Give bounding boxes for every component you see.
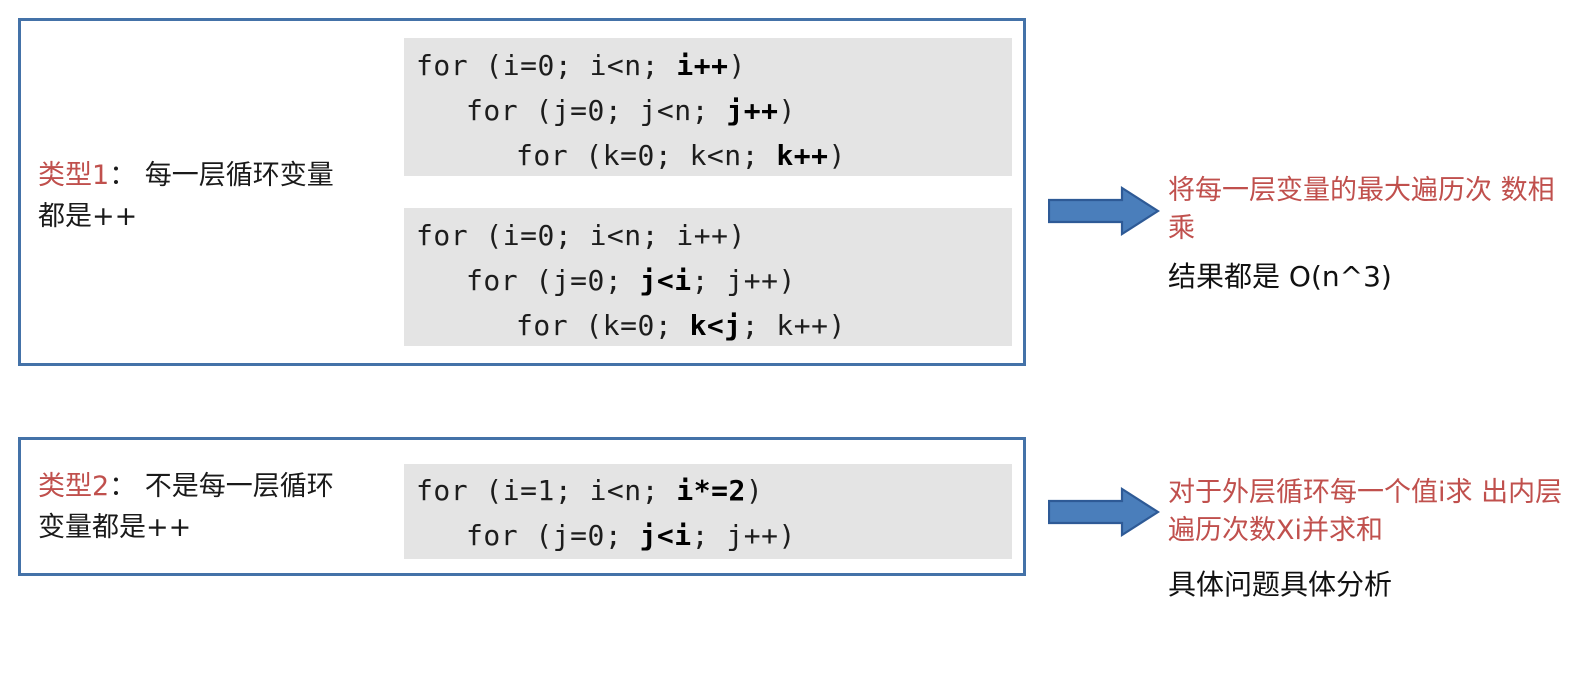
code-line: for (i=0; i<n; i++) <box>404 43 1012 88</box>
code-text: ; j++) <box>691 519 796 552</box>
code-bold: j++ <box>726 94 779 127</box>
code-text: ) <box>745 474 764 507</box>
code-line: for (j=0; j<i; j++) <box>404 513 1012 558</box>
code-text: ) <box>828 139 846 172</box>
code-block-type1-a: for (i=0; i<n; i++)for (j=0; j<n; j++)fo… <box>404 38 1012 176</box>
type1-label-text: ： 每一层循环变量 都是++ <box>38 160 334 232</box>
code-text: for (j=0; <box>466 519 640 552</box>
code-line: for (j=0; j<n; j++) <box>404 88 1012 133</box>
code-text: for (i=0; i<n; <box>416 49 677 82</box>
code-text: ; j++) <box>691 264 796 297</box>
right-block-arrow-icon-2 <box>1048 487 1160 537</box>
type1-tag: 类型1 <box>38 160 110 191</box>
note-type2-black: 具体问题具体分析 <box>1168 568 1393 601</box>
code-text: for (i=1; i<n; <box>416 474 677 507</box>
code-block-type1-b: for (i=0; i<n; i++)for (j=0; j<i; j++)fo… <box>404 208 1012 346</box>
code-text: for (j=0; <box>466 264 640 297</box>
code-text: for (j=0; j<n; <box>466 94 727 127</box>
code-line: for (i=1; i<n; i*=2) <box>404 468 1012 513</box>
code-bold: k++ <box>776 139 829 172</box>
note-type1: 将每一层变量的最大遍历次 数相乘 结果都是 O(n^3) <box>1168 172 1568 298</box>
code-text: i++) <box>676 219 746 252</box>
right-block-arrow-icon-1 <box>1048 186 1160 236</box>
code-text: for (k=0; k<n; <box>516 139 777 172</box>
note-type2: 对于外层循环每一个值i求 出内层遍历次数Xi并求和 具体问题具体分析 <box>1168 474 1568 606</box>
code-text: ) <box>778 94 796 127</box>
code-bold: j<i <box>639 519 692 552</box>
code-line: for (i=0; i<n; i++) <box>404 213 1012 258</box>
code-block-type2-a: for (i=1; i<n; i*=2)for (j=0; j<i; j++) <box>404 464 1012 559</box>
code-text: for (k=0; <box>516 309 690 342</box>
type2-label: 类型2： 不是每一层循环 变量都是++ <box>38 466 388 548</box>
code-text: ; k++) <box>741 309 846 342</box>
code-line: for (k=0; k<j; k++) <box>404 303 1012 348</box>
code-bold: i*=2 <box>676 474 746 507</box>
code-line: for (j=0; j<i; j++) <box>404 258 1012 303</box>
type1-label: 类型1： 每一层循环变量 都是++ <box>38 155 378 237</box>
code-line: for (k=0; k<n; k++) <box>404 133 1012 178</box>
code-text: ) <box>728 49 746 82</box>
code-bold: k<j <box>689 309 742 342</box>
note-type1-red: 将每一层变量的最大遍历次 数相乘 <box>1168 175 1555 244</box>
note-type2-red: 对于外层循环每一个值i求 出内层遍历次数Xi并求和 <box>1168 477 1563 546</box>
note-type1-black: 结果都是 O(n^3) <box>1168 260 1392 293</box>
type2-label-text: ： 不是每一层循环 变量都是++ <box>38 471 334 543</box>
code-bold: j<i <box>639 264 692 297</box>
code-bold: i++ <box>676 49 729 82</box>
code-text: for (i=0; i<n; <box>416 219 677 252</box>
type2-tag: 类型2 <box>38 471 110 502</box>
